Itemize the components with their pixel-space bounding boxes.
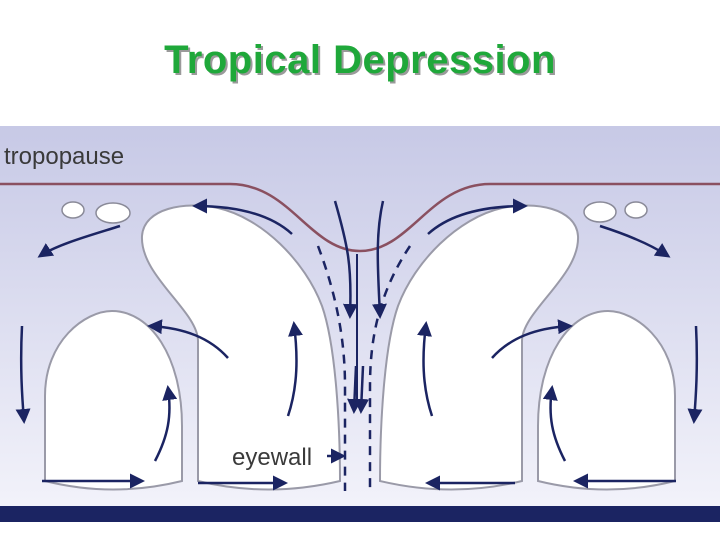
tropical-depression-diagram: tropopause (0, 126, 720, 522)
diagram-bottom-bar (0, 506, 720, 522)
tropopause-label: tropopause (4, 143, 124, 170)
slide-title: Tropical Depression (0, 38, 720, 83)
eyewall-label: eyewall (232, 444, 312, 471)
